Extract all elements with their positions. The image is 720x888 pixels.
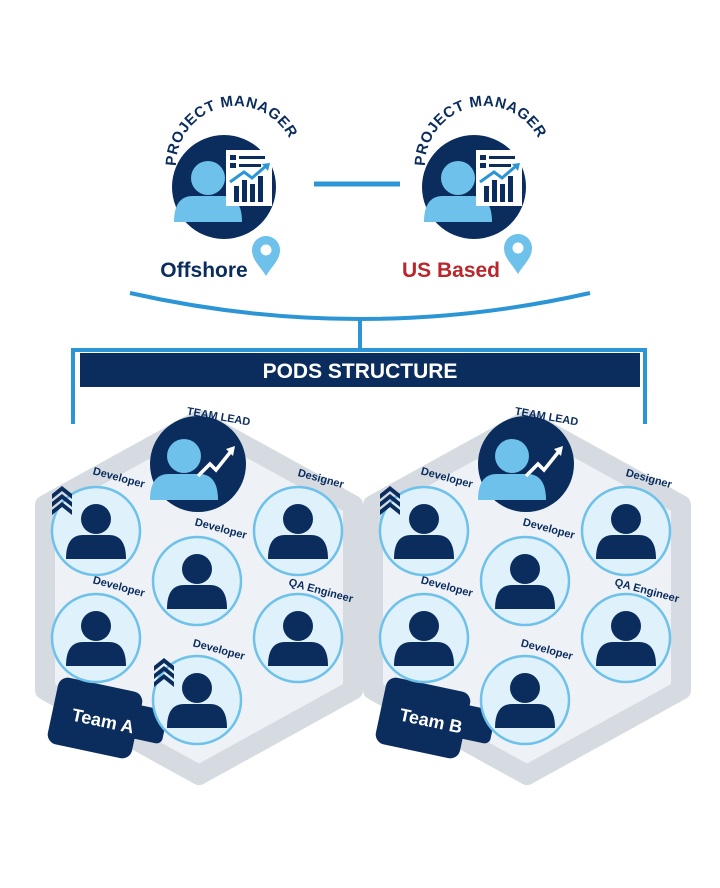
manager-location: US Based: [402, 259, 500, 282]
chart-icon: [226, 150, 272, 206]
team-tag: Team B: [375, 677, 496, 759]
chart-icon: [476, 150, 522, 206]
manager-offshore: PROJECT MANAGER Offshore: [160, 93, 300, 282]
pods-bracket: [71, 348, 647, 424]
growth-arrow-icon: [196, 448, 234, 478]
manager-location: Offshore: [160, 259, 248, 282]
pods-banner-title: PODS STRUCTURE: [263, 360, 458, 383]
team-a-pod: Team A TEAM LEAD Developer Developer Des…: [35, 406, 363, 785]
team-tag: Team A: [47, 677, 168, 759]
team-b-pod: Team B TEAM LEAD Developer Developer Des…: [363, 406, 691, 785]
location-pin-icon: [504, 234, 532, 274]
bracket-curve: [129, 291, 591, 321]
manager-us-based: PROJECT MANAGER US Based: [402, 93, 549, 282]
growth-arrow-icon: [524, 448, 562, 478]
location-pin-icon: [252, 236, 280, 276]
member-node: Developer: [151, 637, 247, 746]
pods-banner: [80, 353, 640, 387]
member-node: Developer: [151, 516, 249, 627]
